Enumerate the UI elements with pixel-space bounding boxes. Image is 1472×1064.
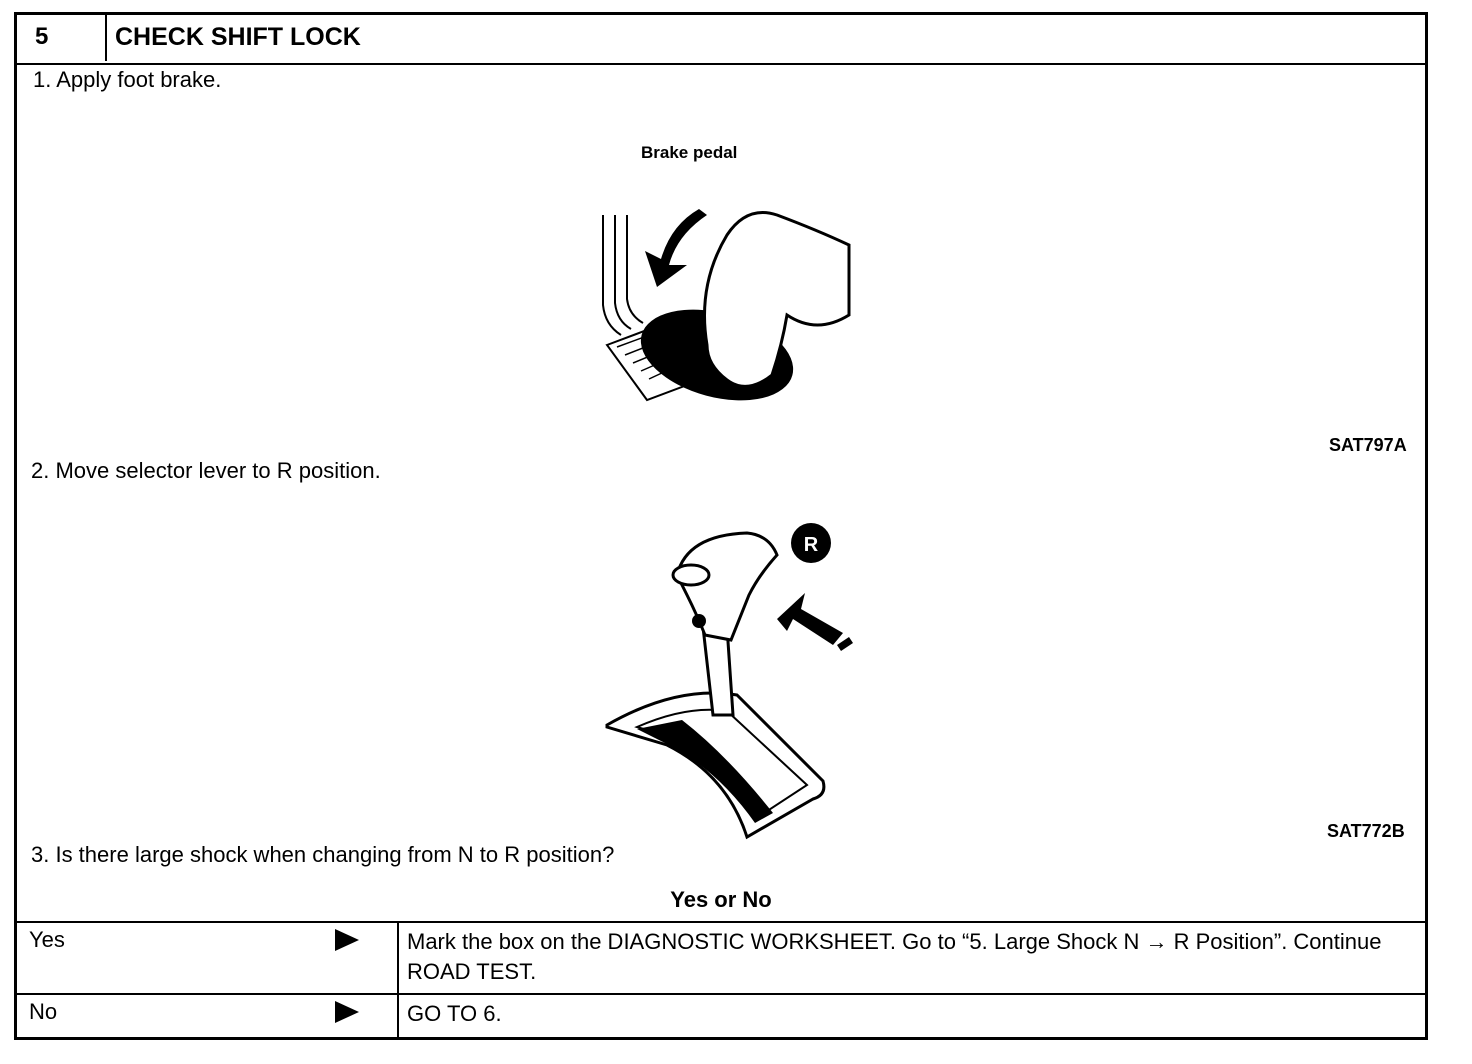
step-title: CHECK SHIFT LOCK: [115, 23, 361, 51]
arrow-right-icon: [335, 1001, 359, 1023]
answer-label-no: No: [29, 999, 58, 1024]
action-text-no: GO TO 6.: [407, 1001, 502, 1026]
result-row-yes: Yes Mark the box on the DIAGNOSTIC WORKS…: [17, 921, 1425, 993]
brake-pedal-illustration: [602, 209, 851, 402]
figure2-code: SAT772B: [1327, 821, 1405, 841]
selector-lever-illustration: R: [605, 523, 853, 840]
step-1-text: 1. Apply foot brake.: [33, 67, 222, 92]
yes-or-no-prompt: Yes or No: [670, 887, 772, 912]
r-position-badge: R: [804, 534, 819, 556]
procedure-sheet: 5 CHECK SHIFT LOCK 1. Apply foot brake. …: [14, 12, 1428, 1040]
figure1-caption: Brake pedal: [641, 143, 738, 162]
step-2-text: 2. Move selector lever to R position.: [31, 458, 381, 483]
step-3-text: 3. Is there large shock when changing fr…: [31, 842, 615, 867]
figure1-code: SAT797A: [1329, 435, 1407, 455]
result-row-no: No GO TO 6.: [17, 993, 1425, 1039]
answer-label-yes: Yes: [29, 927, 65, 952]
step-header: 5 CHECK SHIFT LOCK: [17, 15, 1425, 65]
arrow-right-icon: [335, 929, 359, 951]
action-text-yes: Mark the box on the DIAGNOSTIC WORKSHEET…: [407, 929, 1382, 984]
step-number: 5: [17, 15, 107, 61]
